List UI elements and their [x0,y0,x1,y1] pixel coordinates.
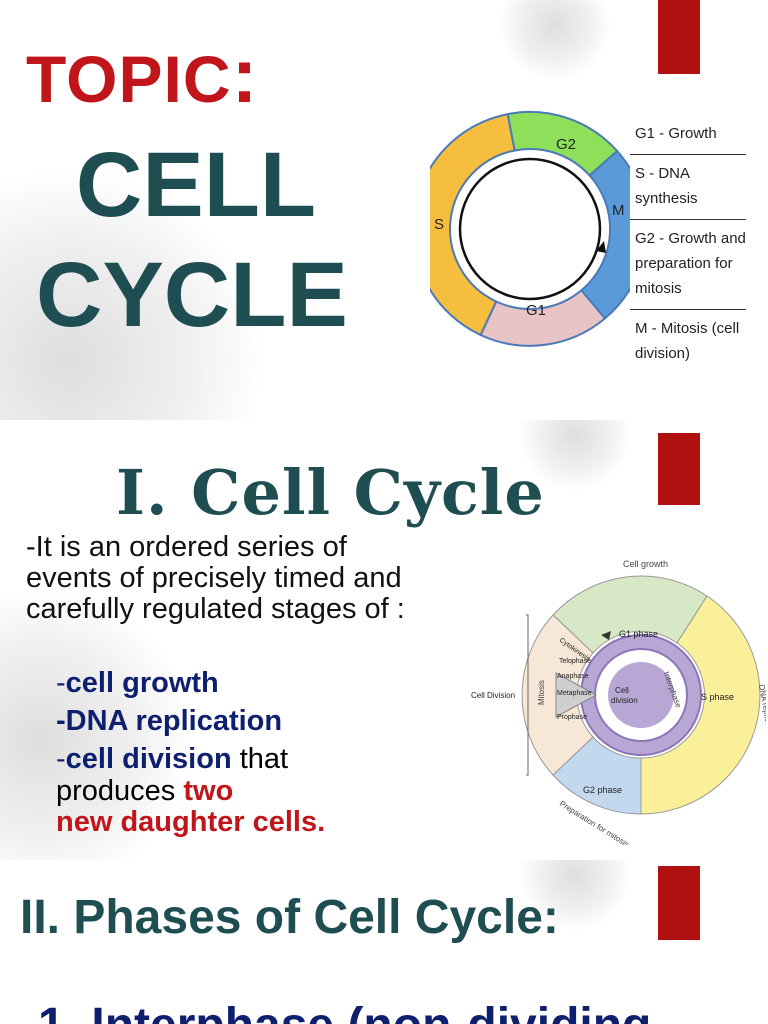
label-metaphase: Metaphase [557,690,592,697]
inner-core [608,662,674,728]
bracket-line [526,614,529,776]
label-cell-division: Cell Division [471,691,515,700]
cell-cycle-diagram: G2 M G1 S [430,111,630,347]
segment-s [430,112,516,337]
label-g1: G1 [526,302,546,319]
topic-label: TOPIC: [26,31,259,119]
label-cell-growth: Cell growth [623,559,668,569]
legend-item-m: M - Mitosis (cell division) [630,309,746,374]
intro-paragraph: -It is an ordered series of events of pr… [26,531,405,625]
red-accent-bar [658,0,700,74]
section-heading: II. Phases of Cell Cycle: [20,891,559,944]
label-anaphase: Anaphase [557,673,589,680]
list-item: -cell division that [56,743,289,775]
slide-cell-cycle: I. Cell Cycle -It is an ordered series o… [0,420,768,860]
legend-item-g2: G2 - Growth and preparation for mitosis [630,219,746,309]
label-m: M [612,202,625,219]
cell-cycle-detailed-diagram: G1 phase S phase G2 phase Interphase DNA… [471,559,766,845]
cycle-legend: G1 - Growth S - DNA synthesis G2 - Growt… [630,118,746,374]
red-accent-bar [658,433,700,505]
list-item: -cell growth [56,667,219,699]
segment-m [579,149,630,320]
label-s: S [434,216,444,233]
list-item-continued: new daughter cells. [56,806,326,838]
list-item: -DNA replication [56,705,283,737]
main-title: CELL CYCLE [36,130,348,350]
title-line: CELL [75,134,317,236]
label-telophase: Telophase [559,658,591,665]
decorative-blob [500,0,610,80]
slide-phases: II. Phases of Cell Cycle: 1. Interphase … [0,860,768,1024]
subheading-interphase: 1. Interphase (non-dividing [38,998,651,1024]
label-mitosis: Mitosis [537,680,546,705]
slide-topic: TOPIC: CELL CYCLE G2 M G1 S G1 - Growth … [0,0,768,420]
label-prophase: Prophase [557,714,587,721]
red-accent-bar [658,866,700,940]
legend-item-g1: G1 - Growth [635,125,717,142]
s-phase-region [640,595,761,815]
legend-item-s: S - DNA synthesis [630,154,746,219]
inner-arrow-ring [458,157,602,301]
cell-division-wedge [555,672,598,718]
arrow-icon [596,241,606,253]
stage-list: -cell growth -DNA replication -cell divi… [56,664,325,841]
arrow-icon [601,631,611,640]
label-g2: G2 [556,136,576,153]
title-line: CYCLE [36,244,348,346]
section-heading: I. Cell Cycle [116,456,545,529]
label-g2-phase: G2 phase [583,785,622,795]
list-item-continued: produces two [56,775,234,807]
label-s-phase: S phase [701,692,734,702]
label-center-1: Cell [615,686,629,695]
label-g1-phase: G1 phase [619,629,658,639]
label-center-2: division [611,696,638,705]
